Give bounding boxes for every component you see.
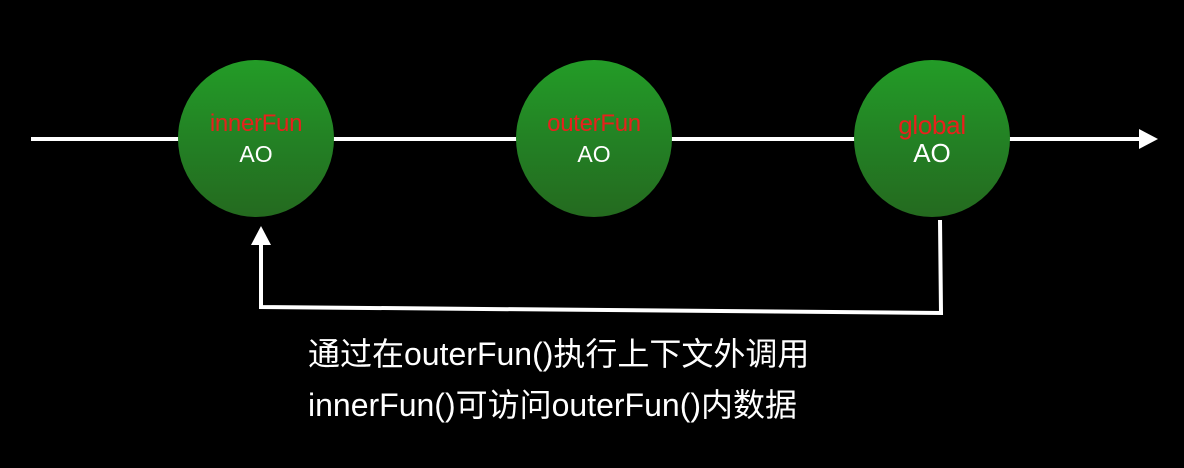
caption-line-2: innerFun()可访问outerFun()内数据	[308, 387, 798, 423]
node-name: outerFun	[547, 109, 641, 137]
node-innerfun: innerFun AO	[178, 60, 334, 217]
return-arrowhead-icon	[251, 226, 271, 245]
node-outerfun: outerFun AO	[516, 60, 672, 217]
node-name: global	[898, 109, 966, 140]
node-label: AO	[577, 140, 611, 167]
node-label: AO	[913, 137, 951, 168]
node-global: global AO	[854, 60, 1010, 217]
return-path-line	[259, 219, 944, 316]
node-name: innerFun	[209, 109, 303, 137]
caption-line-1: 通过在outerFun()执行上下文外调用	[308, 336, 810, 372]
node-label: AO	[239, 140, 273, 167]
timeline-arrowhead-icon	[1139, 129, 1158, 149]
